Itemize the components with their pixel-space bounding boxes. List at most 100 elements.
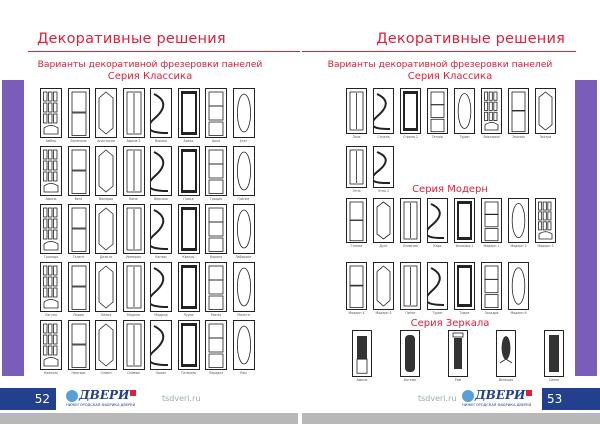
door-design: Магия — [205, 262, 227, 317]
door-design: Венеция — [496, 330, 516, 382]
door-label: Амбер — [45, 139, 57, 143]
door-icon — [122, 320, 145, 370]
door-label: Модерн 4 — [348, 311, 365, 315]
door-design: Арека — [177, 88, 200, 143]
door-label: Тиара — [459, 311, 470, 315]
door-label: Венеция — [498, 378, 514, 382]
door-icon — [400, 330, 420, 377]
door-label: Анастасия — [97, 139, 115, 143]
door-label: Лидия — [73, 313, 84, 317]
page-number: 53 — [542, 388, 600, 410]
door-label: Лагуна — [45, 313, 57, 317]
side-tab — [2, 80, 24, 376]
door-design: Эскадра — [481, 262, 502, 315]
door-icon — [150, 146, 172, 196]
door-label: Модерн 5 — [375, 311, 392, 315]
door-icon — [535, 88, 556, 134]
door-label: Иллюзия — [403, 244, 418, 248]
door-design: Этна — [346, 146, 367, 193]
door-icon — [448, 330, 468, 377]
door-icon — [535, 198, 556, 243]
door-design: Версаль — [150, 146, 172, 201]
door-label: Стрела 2 — [402, 135, 419, 139]
door-label: Лабиринт — [235, 255, 252, 259]
door-icon — [95, 88, 117, 138]
door-design: Пилот — [400, 262, 421, 315]
door-icon — [177, 146, 200, 196]
right-page: Декоративные решения Варианты декоративн… — [300, 0, 600, 424]
door-design: Этна 2 — [373, 146, 394, 193]
door-label: Эскадра — [484, 311, 499, 315]
door-label: Гранада — [43, 255, 59, 259]
door-label: Арка — [211, 139, 221, 143]
page-title: Декоративные решения — [37, 31, 226, 47]
door-icon — [508, 262, 529, 310]
door-label: Турин — [459, 135, 470, 139]
door-icon — [95, 320, 117, 370]
door-label: Этна 2 — [377, 189, 390, 193]
series-heading-modern: Серия Модерн — [412, 184, 488, 195]
door-design: Галант — [67, 204, 90, 259]
door-design: Афина — [40, 146, 62, 201]
door-label: Грация — [209, 197, 223, 201]
door-design: Мадрид — [150, 262, 172, 317]
door-design: Лабиринт — [232, 204, 255, 259]
door-label: Модерн 1 — [483, 244, 500, 248]
door-design: Мальта — [232, 262, 255, 317]
door-design: Орион — [150, 320, 172, 375]
site-link[interactable]: tsdveri.ru — [162, 394, 201, 403]
door-icon — [205, 88, 227, 138]
door-design: Дуэт — [373, 198, 394, 248]
door-design: Вена — [122, 146, 145, 201]
door-label: Гранит — [237, 197, 250, 201]
series-heading: Серия Классика — [107, 71, 193, 82]
door-label: Валенсия — [70, 139, 87, 143]
subtitle: Варианты декоративной фрезеровки панелей — [327, 59, 553, 70]
door-icon — [150, 320, 172, 370]
door-icon — [40, 320, 62, 370]
door-label: Магия — [210, 313, 222, 317]
door-icon — [67, 146, 90, 196]
door-icon — [122, 204, 145, 254]
door-label: Модерн 3 — [537, 244, 554, 248]
door-label: Эконом — [512, 135, 525, 139]
door-label: Лоза — [352, 135, 361, 139]
door-design: Каро — [427, 198, 448, 248]
door-design: Неаполь — [40, 320, 62, 375]
door-icon — [481, 262, 502, 310]
door-icon — [95, 262, 117, 312]
door-icon — [40, 204, 62, 254]
door-icon — [496, 330, 516, 377]
door-design: Стрела 2 — [400, 88, 421, 139]
door-design: Грация — [205, 146, 227, 201]
door-label: Пилот — [405, 311, 416, 315]
door-label: Рим — [454, 378, 462, 382]
door-icon — [373, 146, 394, 188]
door-label: Стрела — [377, 135, 390, 139]
door-design: Канзас — [150, 204, 172, 259]
site-link[interactable]: tsdveri.ru — [418, 394, 457, 403]
door-design: Парадиз — [205, 320, 227, 375]
page-title: Декоративные решения — [376, 31, 565, 47]
door-design: Дельта — [95, 204, 117, 259]
door-design: Палермо — [177, 320, 200, 375]
door-icon — [373, 88, 394, 134]
door-icon — [427, 198, 448, 243]
door-label: Олимп — [100, 371, 112, 375]
door-label: Вега — [74, 197, 83, 201]
door-label: Агат — [239, 139, 248, 143]
door-design: Валенсия — [67, 88, 90, 143]
door-label: Орион — [155, 371, 167, 375]
door-design: Олимп — [95, 320, 117, 375]
door-icon — [427, 88, 448, 134]
door-design: Империя — [122, 204, 145, 259]
door-label: Модерн 2 — [510, 244, 527, 248]
door-design: Лилия — [95, 262, 117, 317]
door-design: Модерн 3 — [535, 198, 556, 248]
door-icon — [177, 262, 200, 312]
door-design: Агат — [232, 88, 255, 143]
door-design: Афина 2 — [122, 88, 145, 143]
door-label: Рим — [240, 371, 247, 375]
door-icon — [427, 262, 448, 310]
